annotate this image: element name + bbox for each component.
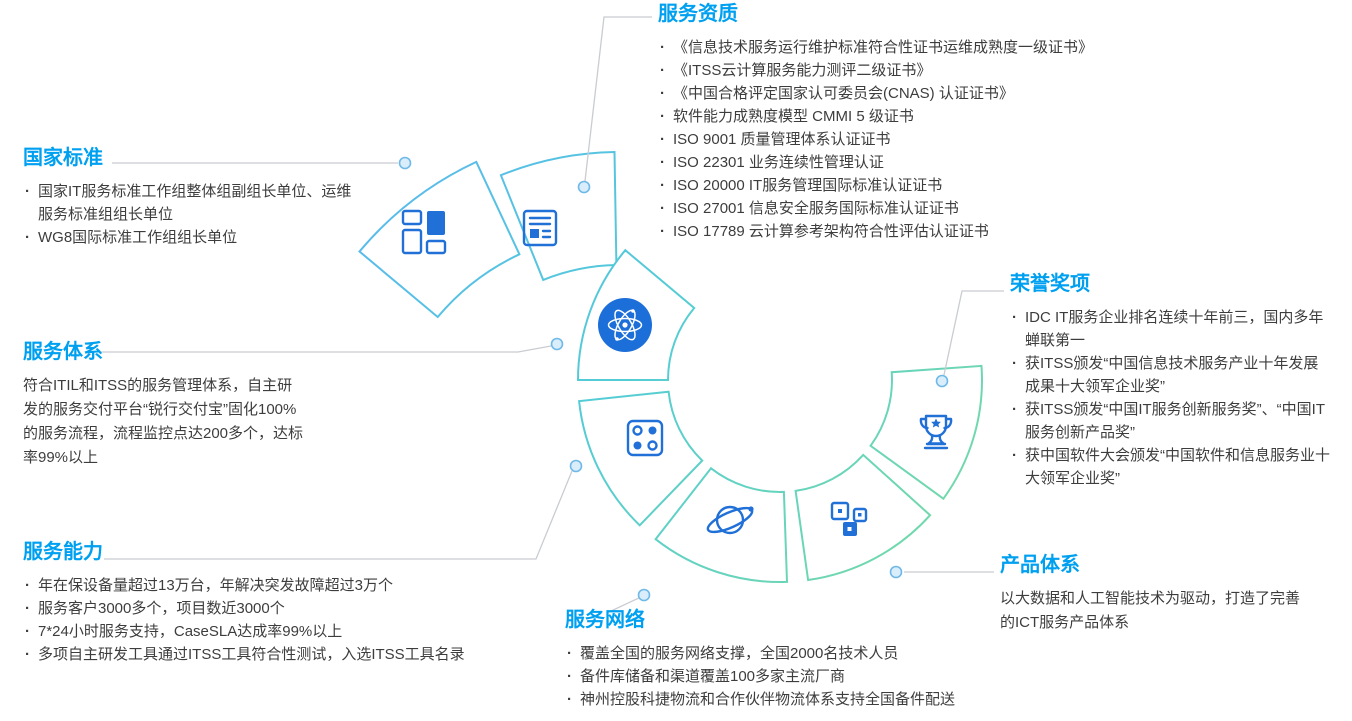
section-title-service-capability: 服务能力: [23, 541, 103, 563]
list-item: 备件库储备和渠道覆盖100多家主流厂商: [565, 665, 995, 688]
section-title-service-system: 服务体系: [23, 341, 103, 363]
connector-lines: [100, 16, 1004, 613]
national-standards-list: 国家IT服务标准工作组整体组副组长单位、运维服务标准组组长单位 WG8国际标准工…: [23, 180, 363, 249]
section-title-product-system: 产品体系: [1000, 554, 1080, 576]
atom-network-icon: [598, 298, 652, 352]
connector-line: [608, 596, 642, 613]
list-item: 国家IT服务标准工作组整体组副组长单位、运维服务标准组组长单位: [23, 180, 363, 226]
list-item: 7*24小时服务支持，CaseSLA达成率99%以上: [23, 620, 568, 643]
trophy-icon: [919, 414, 953, 450]
list-item: 年在保设备量超过13万台，年解决突发故障超过3万个: [23, 574, 568, 597]
list-item: IDC IT服务企业排名连续十年前三，国内多年蝉联第一: [1010, 306, 1332, 352]
list-item: ISO 17789 云计算参考架构符合性评估认证证书: [658, 220, 1348, 243]
connector-dot: [577, 180, 591, 194]
list-item: 获ITSS颁发“中国IT服务创新服务奖”、“中国IT服务创新产品奖”: [1010, 398, 1332, 444]
list-item: 服务客户3000多个，项目数近3000个: [23, 597, 568, 620]
section-title-honors-awards: 荣誉奖项: [1010, 273, 1090, 295]
list-item: 覆盖全国的服务网络支撑，全国2000名技术人员: [565, 642, 995, 665]
ring-wedge: [578, 390, 704, 527]
connector-dot: [398, 156, 412, 170]
list-item: ISO 20000 IT服务管理国际标准认证证书: [658, 174, 1348, 197]
section-service-network: 服务网络 覆盖全国的服务网络支撑，全国2000名技术人员 备件库储备和渠道覆盖1…: [565, 608, 995, 711]
list-item: ISO 9001 质量管理体系认证证书: [658, 128, 1348, 151]
apps-grid-icon: [626, 419, 664, 457]
section-service-capability: 服务能力 年在保设备量超过13万台，年解决突发故障超过3万个 服务客户3000多…: [23, 540, 568, 666]
ring-wedge: [358, 160, 521, 319]
section-title-service-qualifications: 服务资质: [658, 3, 738, 25]
list-item: 《ITSS云计算服务能力测评二级证书》: [658, 59, 1348, 82]
cubes-icon: [830, 501, 868, 536]
dashboard-grid-icon: [401, 209, 447, 255]
certificate-document-icon: [522, 209, 558, 247]
honors-awards-list: IDC IT服务企业排名连续十年前三，国内多年蝉联第一 获ITSS颁发“中国信息…: [1010, 306, 1332, 490]
connector-dot: [935, 374, 949, 388]
connector-line: [100, 345, 552, 353]
connector-dot: [550, 337, 564, 351]
section-service-system: 服务体系 符合ITIL和ITSS的服务管理体系，自主研发的服务交付平台“锐行交付…: [23, 340, 305, 470]
connector-dot: [637, 588, 651, 602]
planet-orbit-icon: [706, 505, 754, 535]
list-item: 获ITSS颁发“中国信息技术服务产业十年发展成果十大领军企业奖”: [1010, 352, 1332, 398]
ring-wedge: [869, 364, 983, 501]
section-service-qualifications: 服务资质 《信息技术服务运行维护标准符合性证书运维成熟度一级证书》 《ITSS云…: [658, 2, 1348, 243]
connector-dot: [889, 565, 903, 579]
service-capability-list: 年在保设备量超过13万台，年解决突发故障超过3万个 服务客户3000多个，项目数…: [23, 574, 568, 666]
list-item: ISO 27001 信息安全服务国际标准认证证书: [658, 197, 1348, 220]
list-item: 获中国软件大会颁发“中国软件和信息服务业十大领军企业奖”: [1010, 444, 1332, 490]
list-item: ISO 22301 业务连续性管理认证: [658, 151, 1348, 174]
list-item: WG8国际标准工作组组长单位: [23, 226, 363, 249]
list-item: 软件能力成熟度模型 CMMI 5 级证书: [658, 105, 1348, 128]
list-item: 神州控股科捷物流和合作伙伴物流体系支持全国备件配送: [565, 688, 995, 711]
section-product-system: 产品体系 以大数据和人工智能技术为驱动，打造了完善的ICT服务产品体系: [1000, 553, 1310, 635]
ring-wedge: [499, 150, 618, 282]
connector-dot: [569, 459, 583, 473]
service-qualifications-list: 《信息技术服务运行维护标准符合性证书运维成熟度一级证书》 《ITSS云计算服务能…: [658, 36, 1348, 243]
connector-line: [943, 290, 1004, 376]
service-system-text: 符合ITIL和ITSS的服务管理体系，自主研发的服务交付平台“锐行交付宝”固化1…: [23, 377, 304, 466]
ring-wedge: [794, 453, 932, 582]
service-network-list: 覆盖全国的服务网络支撑，全国2000名技术人员 备件库储备和渠道覆盖100多家主…: [565, 642, 995, 711]
section-national-standards: 国家标准 国家IT服务标准工作组整体组副组长单位、运维服务标准组组长单位 WG8…: [23, 146, 363, 249]
list-item: 多项自主研发工具通过ITSS工具符合性测试，入选ITSS工具名录: [23, 643, 568, 666]
section-honors-awards: 荣誉奖项 IDC IT服务企业排名连续十年前三，国内多年蝉联第一 获ITSS颁发…: [1010, 272, 1332, 490]
ring-wedge: [654, 466, 789, 583]
connector-line: [104, 470, 573, 560]
section-title-service-network: 服务网络: [565, 609, 645, 631]
list-item: 《中国合格评定国家认可委员会(CNAS) 认证证书》: [658, 82, 1348, 105]
product-system-text: 以大数据和人工智能技术为驱动，打造了完善的ICT服务产品体系: [1000, 590, 1301, 631]
section-title-national-standards: 国家标准: [23, 147, 103, 169]
list-item: 《信息技术服务运行维护标准符合性证书运维成熟度一级证书》: [658, 36, 1348, 59]
connector-line: [584, 16, 652, 182]
